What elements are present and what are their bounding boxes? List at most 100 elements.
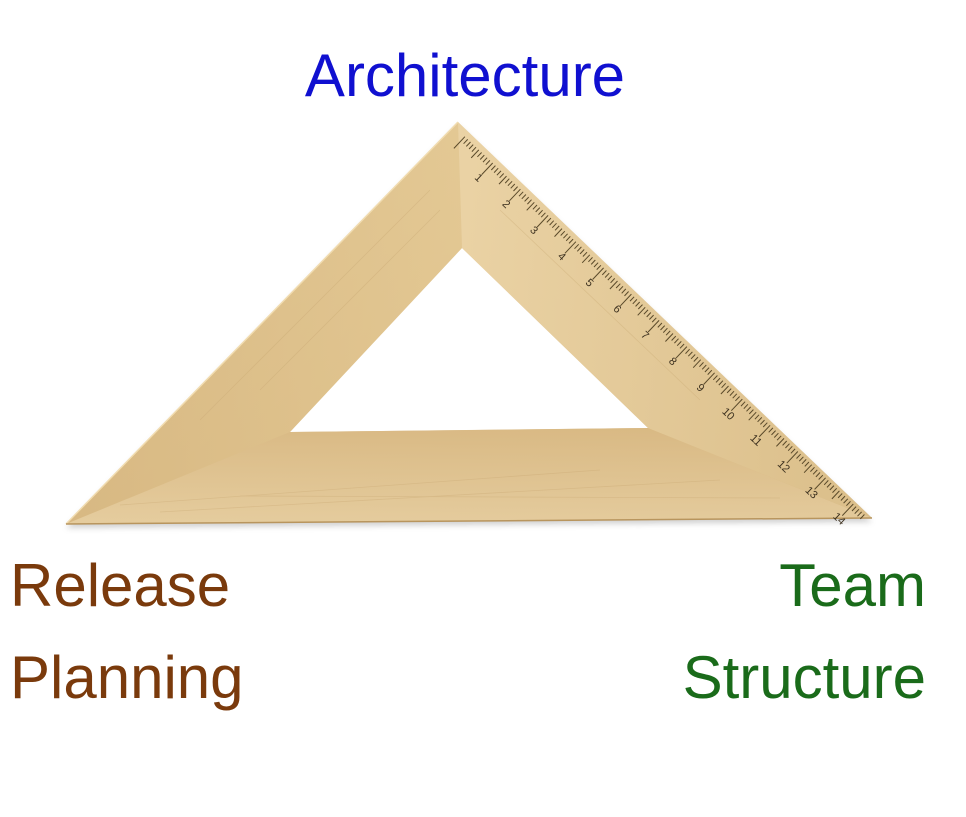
ruler-tick — [463, 139, 469, 145]
ruler-tick — [560, 230, 566, 236]
ruler-hole — [290, 248, 648, 432]
ruler-tick — [812, 469, 818, 475]
ruler-tick — [857, 511, 862, 517]
ruler-tick — [526, 201, 535, 211]
ruler-tick — [499, 173, 505, 179]
ruler-tick — [637, 306, 646, 316]
ruler-tick — [554, 228, 563, 237]
ruler-tick — [618, 285, 624, 291]
ruler-tick — [679, 343, 685, 349]
team-structure-line-1: Team — [779, 552, 926, 619]
ruler-tick — [485, 160, 491, 166]
ruler-tick — [674, 338, 679, 344]
ruler-tick — [693, 356, 699, 362]
ruler-tick — [814, 477, 826, 490]
ruler-tick — [592, 267, 604, 280]
ruler-tick — [524, 196, 530, 202]
ruler-tick — [801, 459, 807, 465]
ruler-tick — [532, 204, 538, 210]
ruler-tick — [607, 275, 613, 281]
ruler-tick — [535, 207, 541, 213]
ruler-tick — [546, 217, 552, 223]
ruler-tick — [615, 283, 621, 289]
ruler-tick — [810, 466, 815, 472]
ruler-tick — [748, 409, 754, 415]
ruler-tick — [704, 367, 710, 373]
ruler-tick — [729, 390, 735, 396]
ruler-tick — [453, 136, 466, 149]
ruler-tick — [675, 346, 688, 359]
ruler-tick — [771, 430, 776, 436]
ruler-tick — [565, 236, 571, 242]
ruler-tick — [513, 186, 518, 192]
ruler-tick — [521, 194, 527, 200]
ruler-tick — [662, 327, 668, 333]
ruler-tick — [758, 424, 771, 438]
ruler-tick — [685, 348, 690, 354]
ruler-tick — [540, 212, 546, 218]
ruler-tick — [507, 180, 513, 187]
ruler-tick — [803, 464, 813, 474]
ruler-tick — [576, 246, 582, 252]
ruler-tick — [551, 222, 557, 229]
ruler-tick — [610, 278, 616, 284]
ruler-tick — [554, 225, 560, 231]
release-planning-line-2: Planning — [10, 644, 244, 711]
ruler-tick — [596, 264, 602, 270]
ruler-tick — [637, 304, 643, 310]
ruler-tick — [574, 243, 580, 250]
ruler-tick — [815, 472, 821, 478]
ruler-tick — [660, 325, 666, 331]
ruler-tick — [846, 501, 851, 507]
ruler-tick — [651, 317, 657, 323]
ruler-tick — [687, 351, 693, 357]
ruler-tick — [568, 238, 574, 244]
ruler-tick — [720, 385, 729, 395]
ruler-tick — [510, 183, 516, 189]
ruler-tick — [786, 451, 799, 464]
ruler-tick — [481, 162, 494, 175]
ruler-tick — [707, 369, 713, 375]
ruler-tick — [757, 417, 763, 423]
ruler-tick — [482, 157, 488, 163]
ruler-tick — [646, 312, 652, 318]
ruler-tick — [712, 375, 718, 381]
ruler-tick — [854, 508, 860, 514]
ruler-tick — [768, 427, 774, 433]
ruler-tick — [563, 233, 568, 239]
ruler-tick — [790, 448, 796, 454]
ruler-tick — [718, 380, 724, 386]
ruler-tick — [730, 398, 743, 412]
ruler-tick — [470, 149, 480, 159]
ruler-tick — [726, 388, 732, 394]
ruler-tick — [518, 191, 524, 197]
ruler-tick — [690, 354, 696, 360]
ruler-tick — [715, 377, 721, 383]
ruler-tick — [837, 493, 843, 499]
ruler-tick — [620, 293, 632, 307]
ruler-tick — [843, 498, 849, 504]
release-planning-line-1: Release — [10, 552, 231, 619]
ruler-tick — [760, 419, 765, 425]
ruler-tick — [699, 362, 704, 368]
ruler-tick — [579, 249, 585, 255]
architecture-label: Architecture — [304, 42, 626, 109]
ruler-tick — [643, 309, 649, 315]
ruler-tick — [787, 445, 793, 452]
ruler-tick — [735, 396, 740, 402]
ruler-tick — [590, 259, 596, 265]
ruler-tick — [804, 461, 810, 467]
ruler-tick — [798, 456, 804, 462]
ruler-tick — [465, 141, 471, 147]
ruler-tick — [665, 330, 671, 336]
ruler-tick — [721, 382, 727, 389]
ruler-tick — [703, 372, 715, 385]
ruler-tick — [701, 364, 707, 370]
ruler-tick — [536, 215, 549, 228]
ruler-tick — [692, 359, 702, 369]
ruler-tick — [665, 333, 674, 342]
ruler-tick — [635, 301, 641, 307]
ruler-tick — [796, 453, 801, 459]
ruler-tick — [632, 299, 638, 305]
